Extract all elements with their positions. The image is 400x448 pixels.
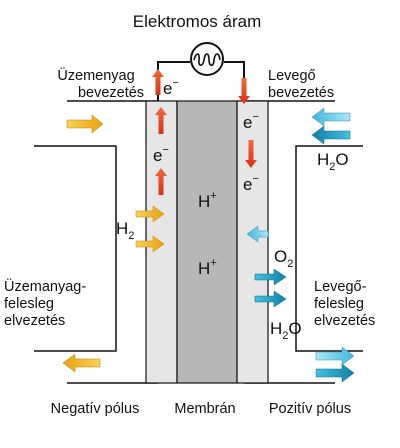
positive-pole-label: Pozitív pólus [269,401,351,417]
fuel-channel-outline [34,145,117,352]
oxygen-label: O2 [274,247,293,270]
resistor-coil-icon [190,42,224,76]
fuel-excess-label-2: felesleg [4,296,54,312]
electron-label-cathode-top: e− [243,111,259,132]
hydrogen-label: H2 [116,219,134,242]
fuel-inlet-arrow [66,114,104,134]
hydrogen-arrow-lower [135,235,165,253]
membrane-label: Membrán [174,401,235,417]
membrane [176,100,238,384]
air-excess-label-2: felesleg [314,296,364,312]
fuel-excess-arrow [62,353,101,373]
water-label-bottom: H2O [270,319,302,342]
air-excess-label-3: elvezetés [314,313,375,329]
title: Elektromos áram [133,12,261,31]
air-inlet-arrow-2 [311,125,351,145]
electron-arrow-circuit-up [152,69,164,95]
fuel-inlet-label-1: Üzemenyag [57,66,134,84]
fuel-excess-label-3: elvezetés [4,313,65,329]
electron-arrow-anode-upper [155,107,167,134]
electron-arrow-anode-lower [155,168,167,195]
air-inlet-label-1: Levegő [268,68,316,84]
electron-label-cathode-bottom: e− [243,173,259,194]
hydrogen-arrow-upper [135,205,165,223]
electron-label-anode: e− [153,144,169,165]
air-arrow-cathode-entry [246,225,269,243]
water-label-top: H2O [317,150,349,173]
electron-arrow-cathode [245,140,257,168]
electron-label-circuit: e− [163,77,179,98]
electron-arrow-circuit-down [238,78,250,104]
air-channel-outline [295,145,363,352]
air-inlet-label-2: bevezetés [268,85,334,101]
air-excess-arrow-1 [315,346,355,366]
air-inlet-arrow-1 [311,107,351,127]
negative-pole-label: Negatív pólus [51,401,140,417]
air-excess-arrow-2 [315,363,355,383]
oxygen-arrow-lower [254,290,287,308]
proton-label-upper: H+ [198,190,217,211]
air-excess-label-1: Levegő- [314,279,367,295]
oxygen-arrow-upper [254,268,287,286]
fuel-inlet-label-2: bevezetés [78,85,144,101]
fuel-excess-label-1: Üzemanyag- [4,277,86,295]
proton-label-lower: H+ [198,257,217,278]
